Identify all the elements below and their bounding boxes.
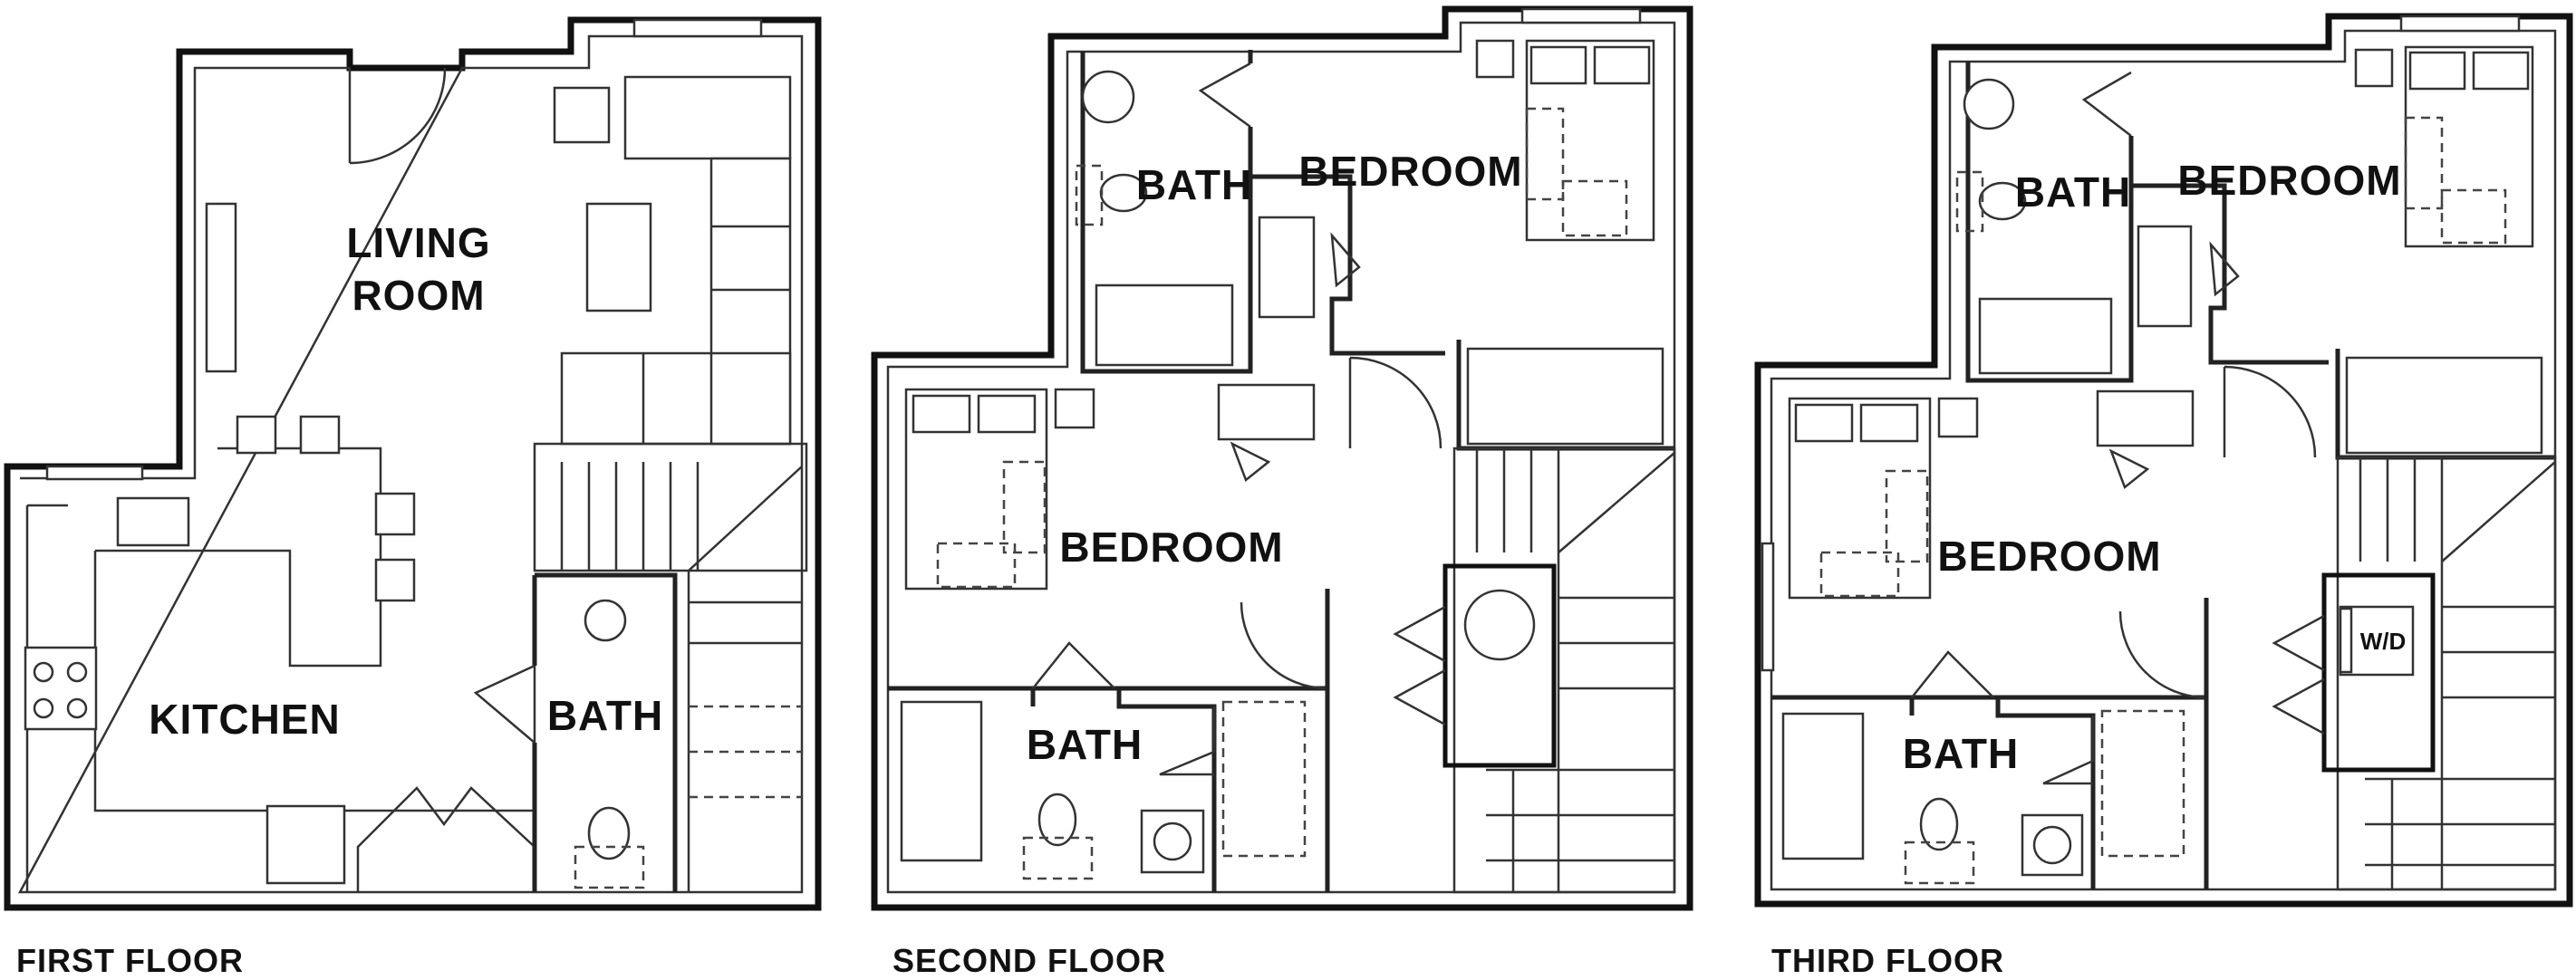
- bathtub-icon: [900, 700, 983, 862]
- washer-dryer-icon: [2339, 605, 2415, 677]
- toilet-icon: [1904, 797, 1975, 885]
- room-label-kitchen: KITCHEN: [149, 696, 340, 743]
- bed-icon: [904, 388, 1048, 591]
- chair-icon: [1330, 232, 1361, 288]
- room-label-bath-bottom: BATH: [1903, 730, 2019, 777]
- bathtub-icon: [1978, 297, 2113, 375]
- room-label-bedroom-mid: BEDROOM: [1937, 533, 2161, 580]
- sink-icon: [2021, 813, 2084, 877]
- room-label-bath-top: BATH: [2015, 168, 2131, 216]
- first-floor-plan: LIVING ROOM KITCHEN BATH: [4, 16, 822, 911]
- second-floor-plan: BATH BEDROOM BEDROOM BATH: [871, 5, 1693, 911]
- room-label-bedroom-top: BEDROOM: [1298, 148, 1522, 195]
- room-label-living: LIVING: [346, 219, 490, 266]
- floor-caption-second: SECOND FLOOR: [892, 942, 1167, 979]
- chair-icon: [374, 492, 416, 536]
- room-label-bath-bottom: BATH: [1027, 721, 1143, 768]
- bed-icon: [1788, 397, 1932, 600]
- room-label-bath: BATH: [547, 692, 663, 739]
- room-label-wd: W/D: [2360, 628, 2407, 655]
- chair-icon: [1230, 441, 1271, 483]
- toilet-icon: [1075, 164, 1148, 226]
- floor-caption-third: THIRD FLOOR: [1771, 942, 2004, 979]
- bed-icon: [1525, 39, 1655, 242]
- toilet-icon: [1022, 793, 1094, 880]
- sink-icon: [1081, 70, 1135, 124]
- stove-icon: [24, 646, 98, 731]
- stair-icon: [533, 442, 808, 892]
- sink-icon: [1963, 78, 2015, 130]
- chair-icon: [2108, 448, 2150, 490]
- room-label-bedroom-top: BEDROOM: [2177, 157, 2401, 204]
- room-label-room: ROOM: [352, 272, 485, 319]
- bathtub-icon: [1095, 283, 1234, 367]
- bed-icon: [2404, 45, 2534, 248]
- water-heater-icon: [1463, 589, 1536, 661]
- third-floor-plan: W/D BATH BEDROOM BEDROOM BATH: [1754, 13, 2573, 908]
- chair-icon: [236, 415, 277, 455]
- chair-icon: [374, 558, 416, 602]
- sink-icon: [584, 599, 627, 642]
- sink-icon: [116, 496, 190, 547]
- door-swing-icon: [348, 67, 447, 165]
- stair-icon: [2336, 456, 2557, 891]
- room-label-bedroom-mid: BEDROOM: [1059, 524, 1283, 571]
- bathtub-icon: [1781, 712, 1865, 860]
- toilet-icon: [574, 806, 645, 889]
- chair-icon: [2209, 241, 2240, 297]
- toilet-icon: [1955, 170, 2027, 233]
- sink-icon: [1140, 809, 1205, 874]
- room-label-bath-top: BATH: [1136, 161, 1252, 208]
- floor-caption-first: FIRST FLOOR: [16, 942, 244, 979]
- stair-icon: [1452, 447, 1676, 894]
- chair-icon: [299, 415, 341, 455]
